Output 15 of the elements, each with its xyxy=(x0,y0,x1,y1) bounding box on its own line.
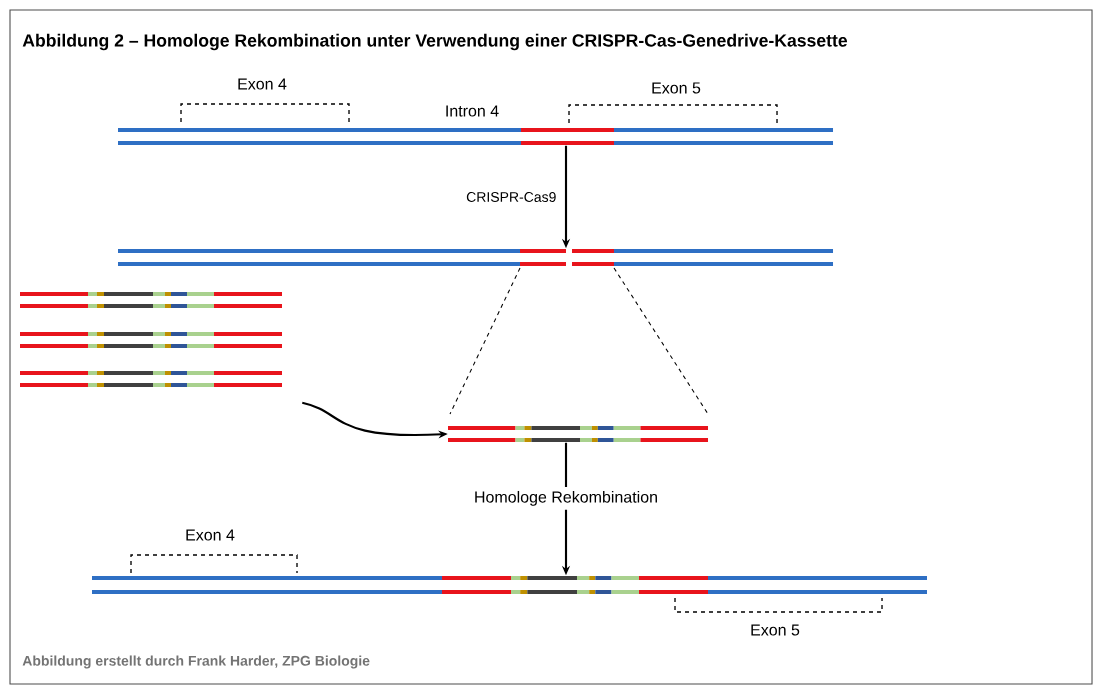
caption: Abbildung erstellt durch Frank Harder, ZPG Biologie xyxy=(22,655,370,669)
region-label: Exon 4 xyxy=(238,78,287,90)
dna-strand-drawing xyxy=(20,332,282,348)
dna-strand-drawing xyxy=(20,371,282,387)
edge-label: Homologe Rekombination xyxy=(475,490,657,506)
edge-label: CRISPR-Cas9 xyxy=(466,192,556,202)
dna-strand-drawing xyxy=(92,576,927,594)
region-label: Exon 5 xyxy=(652,82,701,94)
region-label: Exon 5 xyxy=(751,624,800,636)
dna-strand-drawing xyxy=(118,249,833,266)
title: Abbildung 2 – Homologe Rekombination unter Verwendung einer CRISPR-Cas-Genedrive-Kassette xyxy=(22,33,848,51)
dna-strand-drawing xyxy=(118,128,833,145)
region-label: Exon 4 xyxy=(186,529,235,541)
dna-strand-drawing xyxy=(448,426,708,442)
dna-strand-drawing xyxy=(20,292,282,308)
